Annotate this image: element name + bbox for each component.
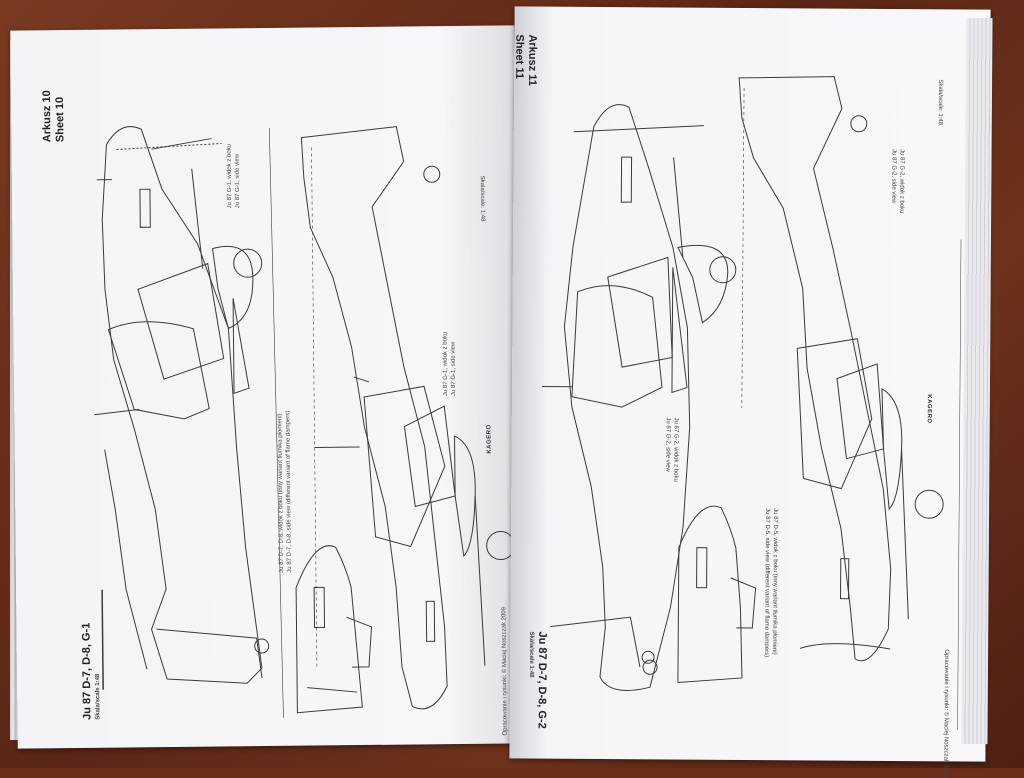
left-scale-label: Skala/scale: 1:48: [478, 175, 486, 222]
left-caption-mid-en: Ju 87 G-1, side view: [450, 341, 458, 397]
right-page-drawings: [541, 76, 962, 730]
right-caption-d-en: Ju 87 D-5, side view (different variant …: [763, 508, 771, 658]
left-credit: Opracowanie i rysunki: © Maciej Noszczak…: [501, 607, 509, 736]
right-sheet-pl: Arkusz 11: [526, 34, 539, 86]
left-aircraft-1-drawing: [94, 126, 270, 684]
right-sheet-title: Arkusz 11 Sheet 11: [512, 34, 538, 86]
left-aircraft-nose-drawing: [295, 545, 373, 714]
left-subtitle-text: Skala/scale 1:48: [94, 673, 102, 720]
left-page: Arkusz 10 Sheet 10 Ju 87 G-1, widok z bo…: [10, 25, 522, 749]
left-caption-top-en: Ju 87 G-1, side view: [234, 153, 242, 209]
right-page: Arkusz 11 Sheet 11 Skala/scale: 1:48 Ju …: [509, 6, 991, 778]
right-caption-d-pl: Ju 87 D-5, widok z boku (inny wariant tł…: [771, 508, 779, 655]
right-page-title: Ju 87 D-7, D-8, G-2 Skala/scale 1:48: [527, 631, 549, 729]
right-aircraft-2-drawing: [738, 76, 944, 662]
right-caption-top: Ju 87 G-2, widok z boku Ju 87 G-2, side …: [889, 149, 905, 213]
left-sheet-pl: Arkusz 10: [40, 90, 54, 143]
right-caption-mid: Ju 87 G-2, widok z boku Ju 87 G-2, side …: [663, 417, 679, 481]
left-title-text: Ju 87 D-7, D-8, G-1: [80, 622, 94, 720]
left-sheet-title: Arkusz 10 Sheet 10: [41, 90, 68, 142]
right-aircraft-1-drawing: [541, 104, 737, 691]
left-caption-d: Ju 87 D-7, D-8, widok z boku (inny waria…: [276, 411, 294, 573]
right-brand-logo: KAGERO: [925, 394, 932, 424]
left-caption-top: Ju 87 G-1, widok z boku Ju 87 G-1, side …: [225, 144, 242, 209]
left-page-drawings: [94, 126, 516, 718]
left-brand-logo: KAGERO: [486, 424, 493, 454]
right-caption-mid-pl: Ju 87 G-2, widok z boku: [672, 417, 679, 482]
right-scale-label: Skala/scale: 1:48: [936, 79, 944, 126]
right-page-edges: [961, 17, 993, 745]
right-title-text: Ju 87 D-7, D-8, G-2: [535, 631, 549, 729]
left-sheet-en: Sheet 10: [53, 96, 67, 143]
right-credit: Opracowanie i rysunki: © Maciej Noszczak…: [942, 649, 950, 778]
left-caption-mid: Ju 87 G-1, widok z boku Ju 87 G-1, side …: [441, 332, 458, 397]
right-caption-top-pl: Ju 87 G-2, widok z boku: [898, 149, 905, 214]
right-aircraft-nose-drawing: [641, 505, 757, 684]
left-page-title: Ju 87 D-7, D-8, G-1 Skala/scale 1:48: [80, 623, 102, 720]
left-caption-d-en: Ju 87 D-7, D-8, side view (different var…: [285, 410, 293, 573]
right-sheet-en: Sheet 11: [513, 34, 526, 80]
right-caption-d: Ju 87 D-5, widok z boku (inny wariant tł…: [762, 508, 779, 657]
